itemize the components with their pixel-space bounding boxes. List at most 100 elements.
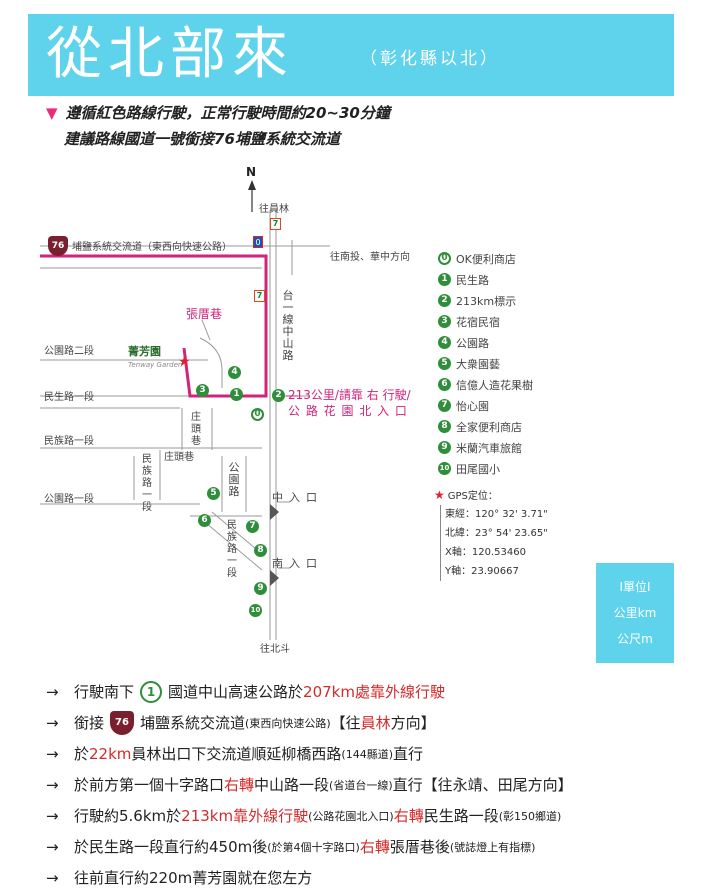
map-marker-9: 9 [254,582,267,595]
label-zhuangtou-lane-h: 庄頭巷 [164,452,194,463]
step-highlight: 右轉 [224,776,255,794]
step-text: 直行 [393,745,424,763]
map-marker-0: 0 [251,408,264,421]
legend-label: 信億人造花果樹 [456,378,533,392]
direction-step: → 行駛約5.6km於 213km靠外線行駛 (公路花園北入口) 右轉 民生路一… [46,800,696,831]
step-text: 往前直行約220m菁芳園就在您左方 [74,869,313,887]
entrance-arrow [270,504,279,520]
label-to-beidou: 往北斗 [260,644,290,655]
pink-note-2: 公 路 花 園 北 入 口 [288,404,408,418]
gps-title: GPS定位： [447,491,498,502]
legend-item: 8 全家便利商店 [438,416,533,437]
page-subtitle: （彰化縣以北） [360,49,500,69]
gps-head: ★GPS定位： [434,487,548,503]
label-exit-south: 南入口 [272,557,323,570]
step-note: (於第4個十字路口) [267,840,360,854]
map-marker-4: 4 [228,366,241,379]
step-note: (公路花園北入口) [308,809,394,823]
step-highlight: 213km靠外線行駛 [181,807,309,825]
north-label: N [246,165,257,179]
triangle-down-icon: ▼ [46,104,58,122]
legend-item: 6 信億人造花果樹 [438,374,533,395]
destination-star-icon: ★ [178,354,191,370]
national-highway-1-icon: 1 [140,680,163,703]
label-minzu-road-v: 民族路一段 [142,454,152,513]
unit-m: 公尺m [617,632,653,646]
step-text: 員林出口下交流道順延柳橋西路 [131,745,342,763]
gps-north: 北緯：23° 54' 23.65" [445,528,548,539]
road-line [199,517,263,571]
label-to-nantou: 往南投、華中方向 [330,252,410,263]
map-marker-7: 7 [246,520,259,533]
page-title: 從北部來 [46,22,294,87]
label-to-yuanlin: 往員林 [259,204,289,215]
legend-marker: 8 [438,420,451,433]
step-note: (號誌燈上有指標) [449,840,536,854]
legend-marker: 4 [438,336,451,349]
direction-step: → 於前方第一個十字路口 右轉 中山路一段 (省道台一線) 直行【往永靖、田尾方… [46,769,696,800]
direction-step: → 行駛南下 1 國道中山高速公路於 207km處靠外線行駛 [46,676,696,707]
map-marker-10: 10 [249,604,262,617]
legend-marker: 2 [438,294,451,307]
legend-label: 全家便利商店 [456,420,522,434]
map-marker-5: 5 [207,487,220,500]
legend-marker: 5 [438,357,451,370]
seven-eleven-icon: 7 [254,290,265,302]
gps-east: 東經：120° 32' 3.71" [445,509,548,520]
directions-list: → 行駛南下 1 國道中山高速公路於 207km處靠外線行駛 → 銜接 76 埔… [46,676,696,893]
step-text: 行駛南下 [74,683,135,701]
map-marker-3: 3 [196,384,209,397]
legend-label: 米蘭汽車旅館 [456,441,522,455]
label-zhangmei-lane: 張厝巷 [186,307,223,321]
label-park-road-1: 公園路一段 [44,494,94,505]
step-text: 於前方第一個十字路口 [74,776,225,794]
road-line [199,337,223,388]
legend-label: 花宿民宿 [456,315,500,329]
legend-marker: 6 [438,378,451,391]
road-line [201,319,211,341]
step-text: 【往 [330,714,361,732]
entrance-arrow [270,570,279,586]
legend-marker: 9 [438,441,451,454]
map-marker-8: 8 [254,544,267,557]
seven-eleven-icon: 7 [270,218,281,230]
step-highlight: 22km [89,744,132,763]
intro-line-2: 建議路線國道一號銜接76埔鹽系統交流道 [64,130,340,148]
step-text: 民生路一段 [423,807,499,825]
label-minsheng-road-1: 民生路一段 [44,392,94,403]
label-park-road-v: 公園路 [228,461,240,498]
step-text: 埔鹽系統交流道 [140,714,246,732]
step-highlight: 207km處靠外線行駛 [303,683,445,701]
arrow-right-icon: → [46,682,59,701]
gps-y: Y軸：23.90667 [445,566,519,577]
gps-rows: 東經：120° 32' 3.71" 北緯：23° 54' 23.65" X軸：1… [440,505,548,581]
map-marker-1: 1 [230,388,243,401]
step-text: 張厝巷後 [389,838,450,856]
legend-label: OK便利商店 [456,252,516,266]
step-text: 直行【往永靖、田尾方向】 [392,776,573,794]
direction-step: → 往前直行約220m菁芳園就在您左方 [46,862,696,893]
arrow-right-icon: → [46,868,59,887]
map-marker-2: 2 [272,389,285,402]
step-text: 中山路一段 [254,776,330,794]
highway-76-icon: 76 [110,710,135,735]
gps-x: X軸：120.53460 [445,547,526,558]
step-highlight: 右轉 [393,807,424,825]
gps-info: ★GPS定位： 東經：120° 32' 3.71" 北緯：23° 54' 23.… [434,487,548,581]
step-note: (144縣道) [341,747,394,761]
label-minzu-road-v2: 民族路一段 [227,520,237,579]
label-exit-middle: 中入口 [272,491,323,504]
step-note: (彰150鄉道) [498,809,562,823]
arrow-right-icon: → [46,744,59,763]
label-minzu-road-1: 民族路一段 [44,436,94,447]
legend-marker: 1 [438,273,451,286]
intro: ▼遵循紅色路線行駛，正常行駛時間約20~30分鐘 建議路線國道一號銜接76埔鹽系… [46,100,390,152]
